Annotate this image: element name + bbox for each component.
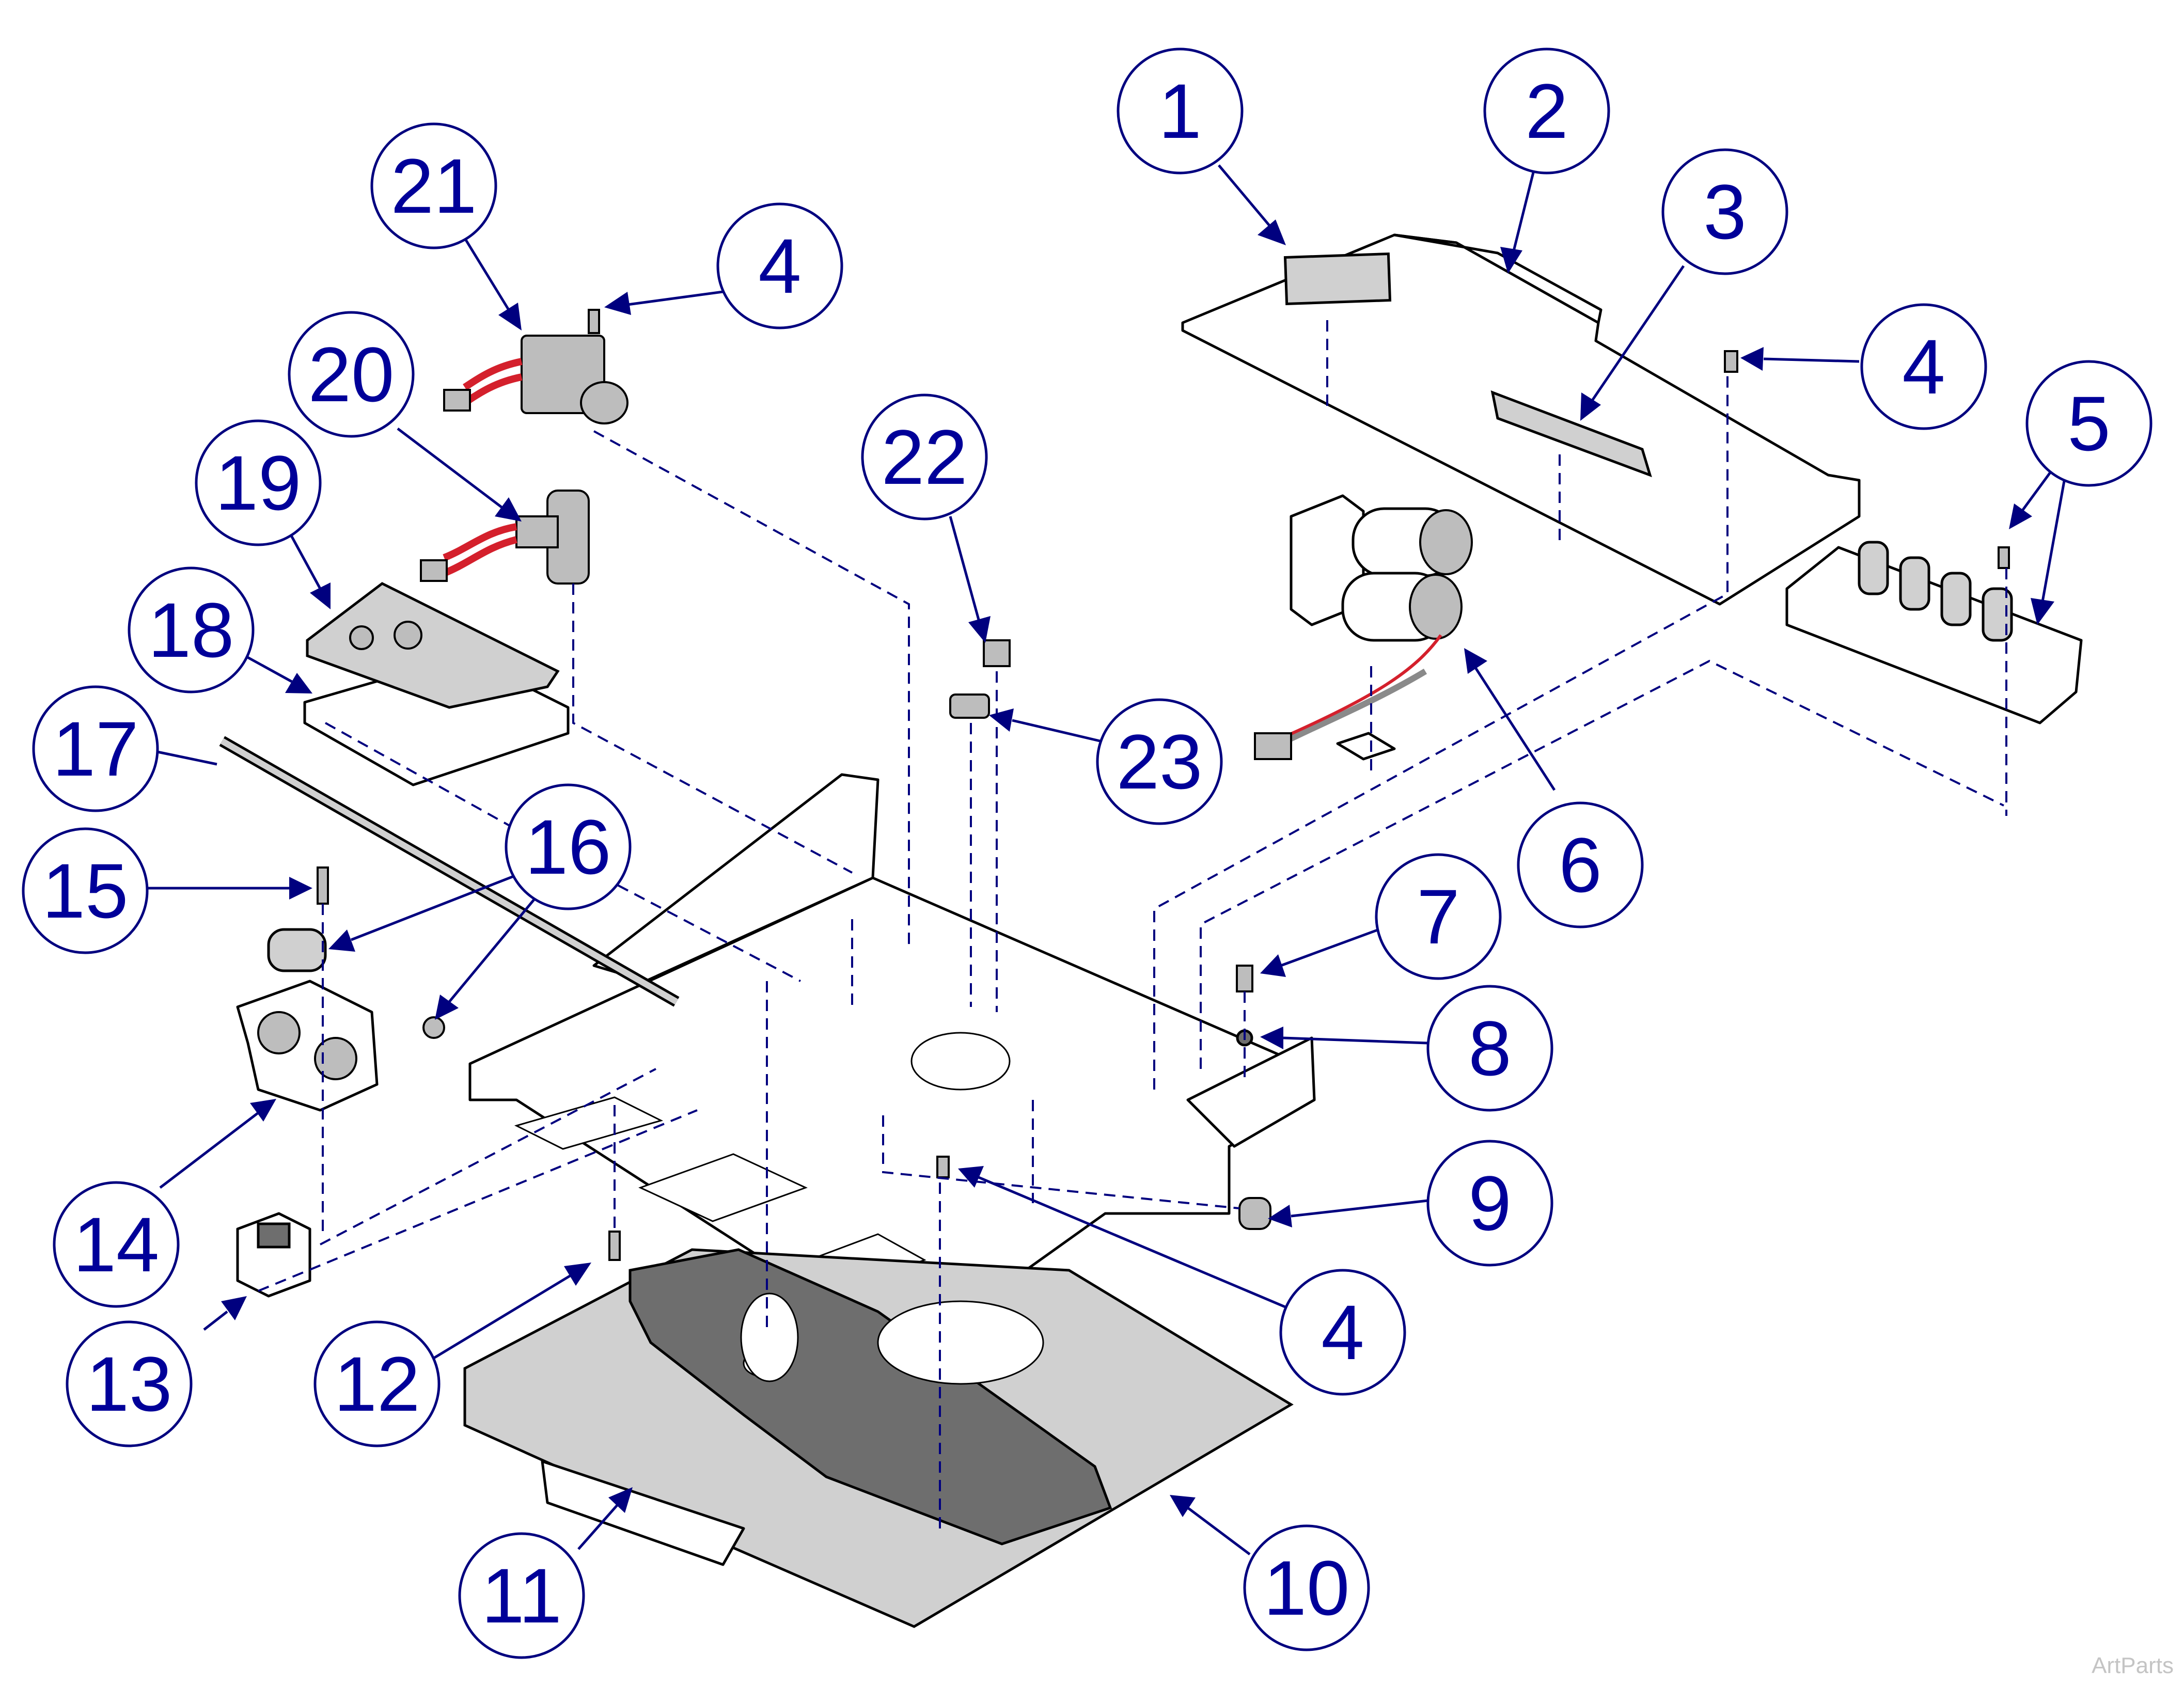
highlighted-stud [740, 1292, 799, 1382]
svg-text:18: 18 [148, 587, 234, 673]
callout-23: 23 [1096, 698, 1223, 825]
screw-4-top [588, 309, 600, 334]
callout-20: 20 [288, 311, 415, 438]
svg-text:4: 4 [1902, 323, 1945, 410]
fitting-9 [1238, 1197, 1271, 1230]
callout-6: 6 [1517, 801, 1644, 928]
callout-4-top: 4 [716, 202, 843, 329]
svg-text:21: 21 [391, 143, 477, 229]
screw-15 [317, 866, 329, 905]
svg-text:10: 10 [1264, 1544, 1350, 1631]
switch [236, 1212, 311, 1298]
svg-text:7: 7 [1417, 873, 1459, 960]
callout-18: 18 [128, 566, 255, 693]
valve-assembly-20 [420, 490, 590, 585]
svg-text:9: 9 [1468, 1160, 1511, 1247]
callout-19: 19 [195, 419, 322, 546]
valve-bracket [1785, 541, 2083, 724]
leader-lines [145, 164, 2067, 1555]
callout-7: 7 [1375, 853, 1502, 980]
svg-text:2: 2 [1525, 68, 1568, 154]
fitting-23 [949, 693, 990, 719]
nut-16 [422, 1016, 445, 1039]
svg-text:8: 8 [1468, 1005, 1511, 1092]
callout-14: 14 [53, 1181, 180, 1308]
callout-3: 3 [1661, 148, 1788, 275]
callout-10: 10 [1243, 1524, 1370, 1651]
svg-text:11: 11 [481, 1552, 562, 1639]
callout-1: 1 [1117, 48, 1244, 175]
callout-2: 2 [1483, 48, 1610, 175]
svg-text:23: 23 [1117, 718, 1203, 805]
svg-text:4: 4 [1321, 1289, 1364, 1376]
svg-text:16: 16 [525, 803, 611, 890]
screw-4-right [1724, 350, 1738, 373]
callout-9: 9 [1426, 1140, 1553, 1267]
callout-11: 11 [458, 1532, 585, 1659]
svg-text:14: 14 [73, 1201, 160, 1288]
svg-text:20: 20 [308, 331, 395, 418]
callout-17: 17 [32, 685, 159, 812]
svg-text:15: 15 [42, 847, 129, 934]
callout-16: 16 [505, 783, 632, 910]
svg-text:5: 5 [2067, 380, 2110, 467]
watermark: ArtParts [2092, 1653, 2174, 1678]
screw-4-center [936, 1156, 950, 1178]
svg-text:4: 4 [758, 223, 801, 309]
callout-22: 22 [861, 393, 988, 521]
pump-assembly [1254, 494, 1473, 761]
screw-12 [608, 1231, 621, 1261]
callout-21: 21 [370, 122, 497, 249]
svg-text:1: 1 [1158, 68, 1201, 154]
regulator-bracket [236, 928, 379, 1112]
valve-assembly-21 [443, 335, 629, 424]
circuit-board [303, 582, 570, 786]
svg-text:3: 3 [1703, 168, 1746, 255]
screw-7 [1236, 965, 1253, 992]
svg-text:19: 19 [215, 439, 302, 526]
svg-text:17: 17 [53, 705, 139, 792]
callout-12: 12 [313, 1320, 441, 1447]
fitting-22 [983, 639, 1011, 667]
svg-text:6: 6 [1559, 822, 1601, 908]
callout-8: 8 [1426, 985, 1553, 1112]
callout-4-right: 4 [1860, 303, 1987, 430]
callout-13: 13 [66, 1320, 193, 1447]
base-plate [463, 1248, 1294, 1628]
svg-text:22: 22 [882, 414, 968, 500]
callout-5: 5 [2025, 360, 2152, 487]
assembly-lines [258, 320, 2007, 1528]
callout-4-center: 4 [1279, 1269, 1406, 1396]
svg-text:12: 12 [334, 1341, 420, 1427]
callout-15: 15 [22, 827, 149, 954]
svg-text:13: 13 [86, 1341, 172, 1427]
screw-5 [1998, 546, 2010, 569]
top-cover-plate [1181, 233, 1861, 606]
